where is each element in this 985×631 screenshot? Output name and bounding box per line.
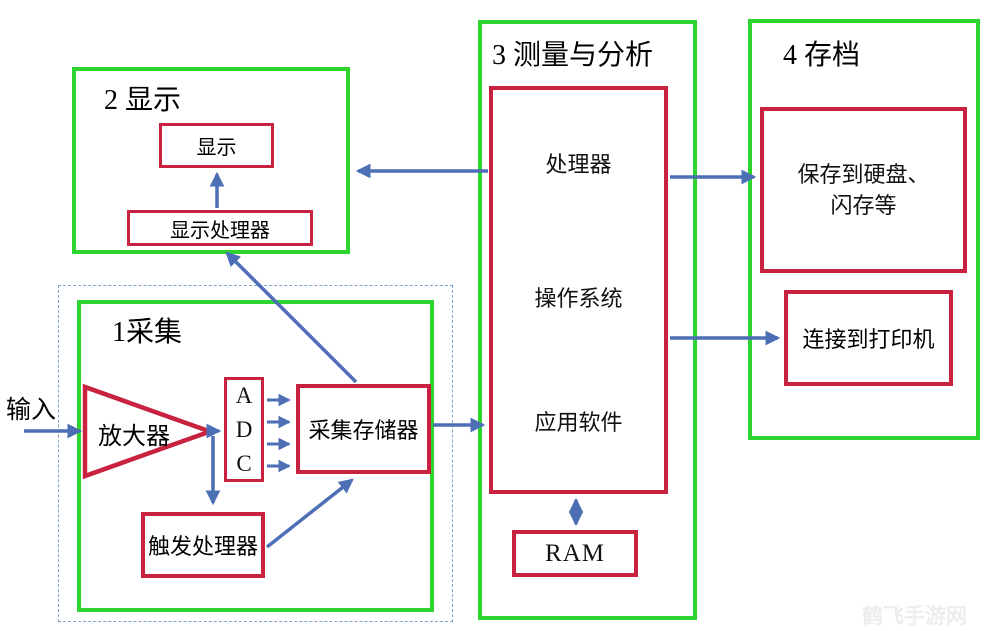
display-processor-block: 显示处理器 [127, 210, 313, 246]
ram-block: RAM [512, 530, 638, 577]
processor-system-block [489, 86, 668, 494]
archive-section-title: 4 存档 [783, 40, 861, 71]
acquisition-memory-label: 采集存储器 [308, 418, 419, 443]
acquisition-section-title: 1采集 [112, 317, 183, 348]
adc-letter-d: D [235, 417, 253, 442]
adc-letter-c: C [236, 451, 252, 476]
connect-printer-block: 连接到打印机 [784, 290, 953, 386]
save-to-disk-block: 保存到硬盘、 闪存等 [760, 107, 967, 273]
operating-system-label: 操作系统 [534, 286, 623, 311]
save-line-2: 闪存等 [830, 193, 897, 218]
measurement-section-box [478, 20, 697, 620]
trigger-processor-block: 触发处理器 [141, 512, 265, 578]
input-label: 输入 [6, 397, 57, 424]
acquisition-memory-block: 采集存储器 [296, 384, 431, 474]
application-software-label: 应用软件 [534, 410, 623, 435]
processor-label: 处理器 [545, 152, 612, 177]
site-watermark: 鹤飞手游网 [862, 605, 967, 628]
adc-block: A D C [224, 377, 264, 482]
display-block-label: 显示 [196, 137, 237, 159]
trigger-processor-label: 触发处理器 [147, 534, 258, 559]
connect-printer-label: 连接到打印机 [802, 327, 935, 352]
archive-section-box [748, 19, 980, 440]
display-section-box [72, 67, 350, 254]
adc-letter-a: A [235, 383, 253, 408]
save-line-1: 保存到硬盘、 [797, 162, 930, 187]
ram-label: RAM [545, 539, 605, 567]
amplifier-label: 放大器 [98, 424, 170, 450]
measurement-section-title: 3 测量与分析 [492, 40, 654, 71]
display-processor-label: 显示处理器 [170, 219, 270, 242]
display-block: 显示 [159, 123, 274, 168]
display-section-title: 2 显示 [104, 85, 182, 116]
save-to-disk-label: 保存到硬盘、 闪存等 [797, 159, 929, 221]
